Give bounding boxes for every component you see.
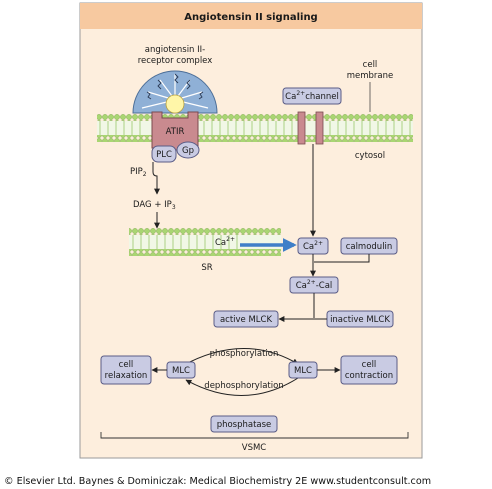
cytosol-label: cytosol xyxy=(355,151,385,161)
phosphorylation-arc xyxy=(181,348,299,367)
ca-channel-pore-right-icon xyxy=(315,111,324,145)
calmodulin-label: calmodulin xyxy=(346,242,393,252)
cell-relaxation-label-1: cell xyxy=(119,360,134,370)
cell-membrane xyxy=(97,114,413,142)
ca-cal-label: Ca2+-Cal xyxy=(296,279,333,291)
gp-protein-icon xyxy=(176,141,200,159)
title-bar xyxy=(80,3,422,29)
active-mlck-box xyxy=(213,310,279,328)
mlc-right-label: MLC xyxy=(294,366,312,376)
mlc-left-label: MLC xyxy=(172,366,190,376)
plc-enzyme-icon xyxy=(151,145,177,163)
cell-membrane-label-line2: membrane xyxy=(347,71,394,81)
copyright-credit: © Elsevier Ltd. Baynes & Dominiczak: Med… xyxy=(4,476,431,487)
dag-ip3-label: DAG + IP3 xyxy=(133,200,176,211)
cell-relaxation-label-2: relaxation xyxy=(105,371,148,381)
ca-box-label: Ca2+ xyxy=(303,240,323,252)
vsmc-bracket xyxy=(100,432,409,439)
calmodulin-to-cacal-line xyxy=(314,254,370,263)
ca-channel-label: Ca2+channel xyxy=(285,90,339,102)
receptor-dome-icon xyxy=(132,70,218,114)
complex-label-line1: angiotensin II- xyxy=(145,45,205,55)
ca-channel-box xyxy=(282,87,342,105)
diagram-title: Angiotensin II signaling xyxy=(184,12,317,23)
dephosphorylation-arc xyxy=(185,377,299,396)
pip2-to-dag-arrow xyxy=(152,166,160,195)
cell-relaxation-box xyxy=(100,355,152,385)
vsmc-label: VSMC xyxy=(242,443,267,453)
plc-label: PLC xyxy=(156,150,172,160)
gp-label: Gp xyxy=(182,146,194,156)
sr-membrane xyxy=(129,228,281,256)
sr-ca-label: Ca2+ xyxy=(215,236,235,248)
phosphatase-label: phosphatase xyxy=(217,420,272,430)
cell-membrane-label-line1: cell xyxy=(363,60,378,70)
ca-channel-pore-left-icon xyxy=(297,111,306,145)
phosphorylation-label: phosphorylation xyxy=(210,349,279,359)
active-mlck-label: active MLCK xyxy=(220,315,273,325)
inactive-mlck-label: inactive MLCK xyxy=(330,315,390,325)
complex-label-line2: receptor complex xyxy=(138,56,213,66)
cell-contraction-label-2: contraction xyxy=(345,371,393,381)
atir-label: ATIR xyxy=(166,127,185,137)
dephosphorylation-label: dephosphorylation xyxy=(204,381,283,391)
cell-contraction-label-1: cell xyxy=(362,360,377,370)
sr-label: SR xyxy=(201,263,212,273)
pip2-label: PIP2 xyxy=(130,167,147,178)
phosphatase-box xyxy=(210,415,278,433)
cell-contraction-box xyxy=(340,355,398,385)
